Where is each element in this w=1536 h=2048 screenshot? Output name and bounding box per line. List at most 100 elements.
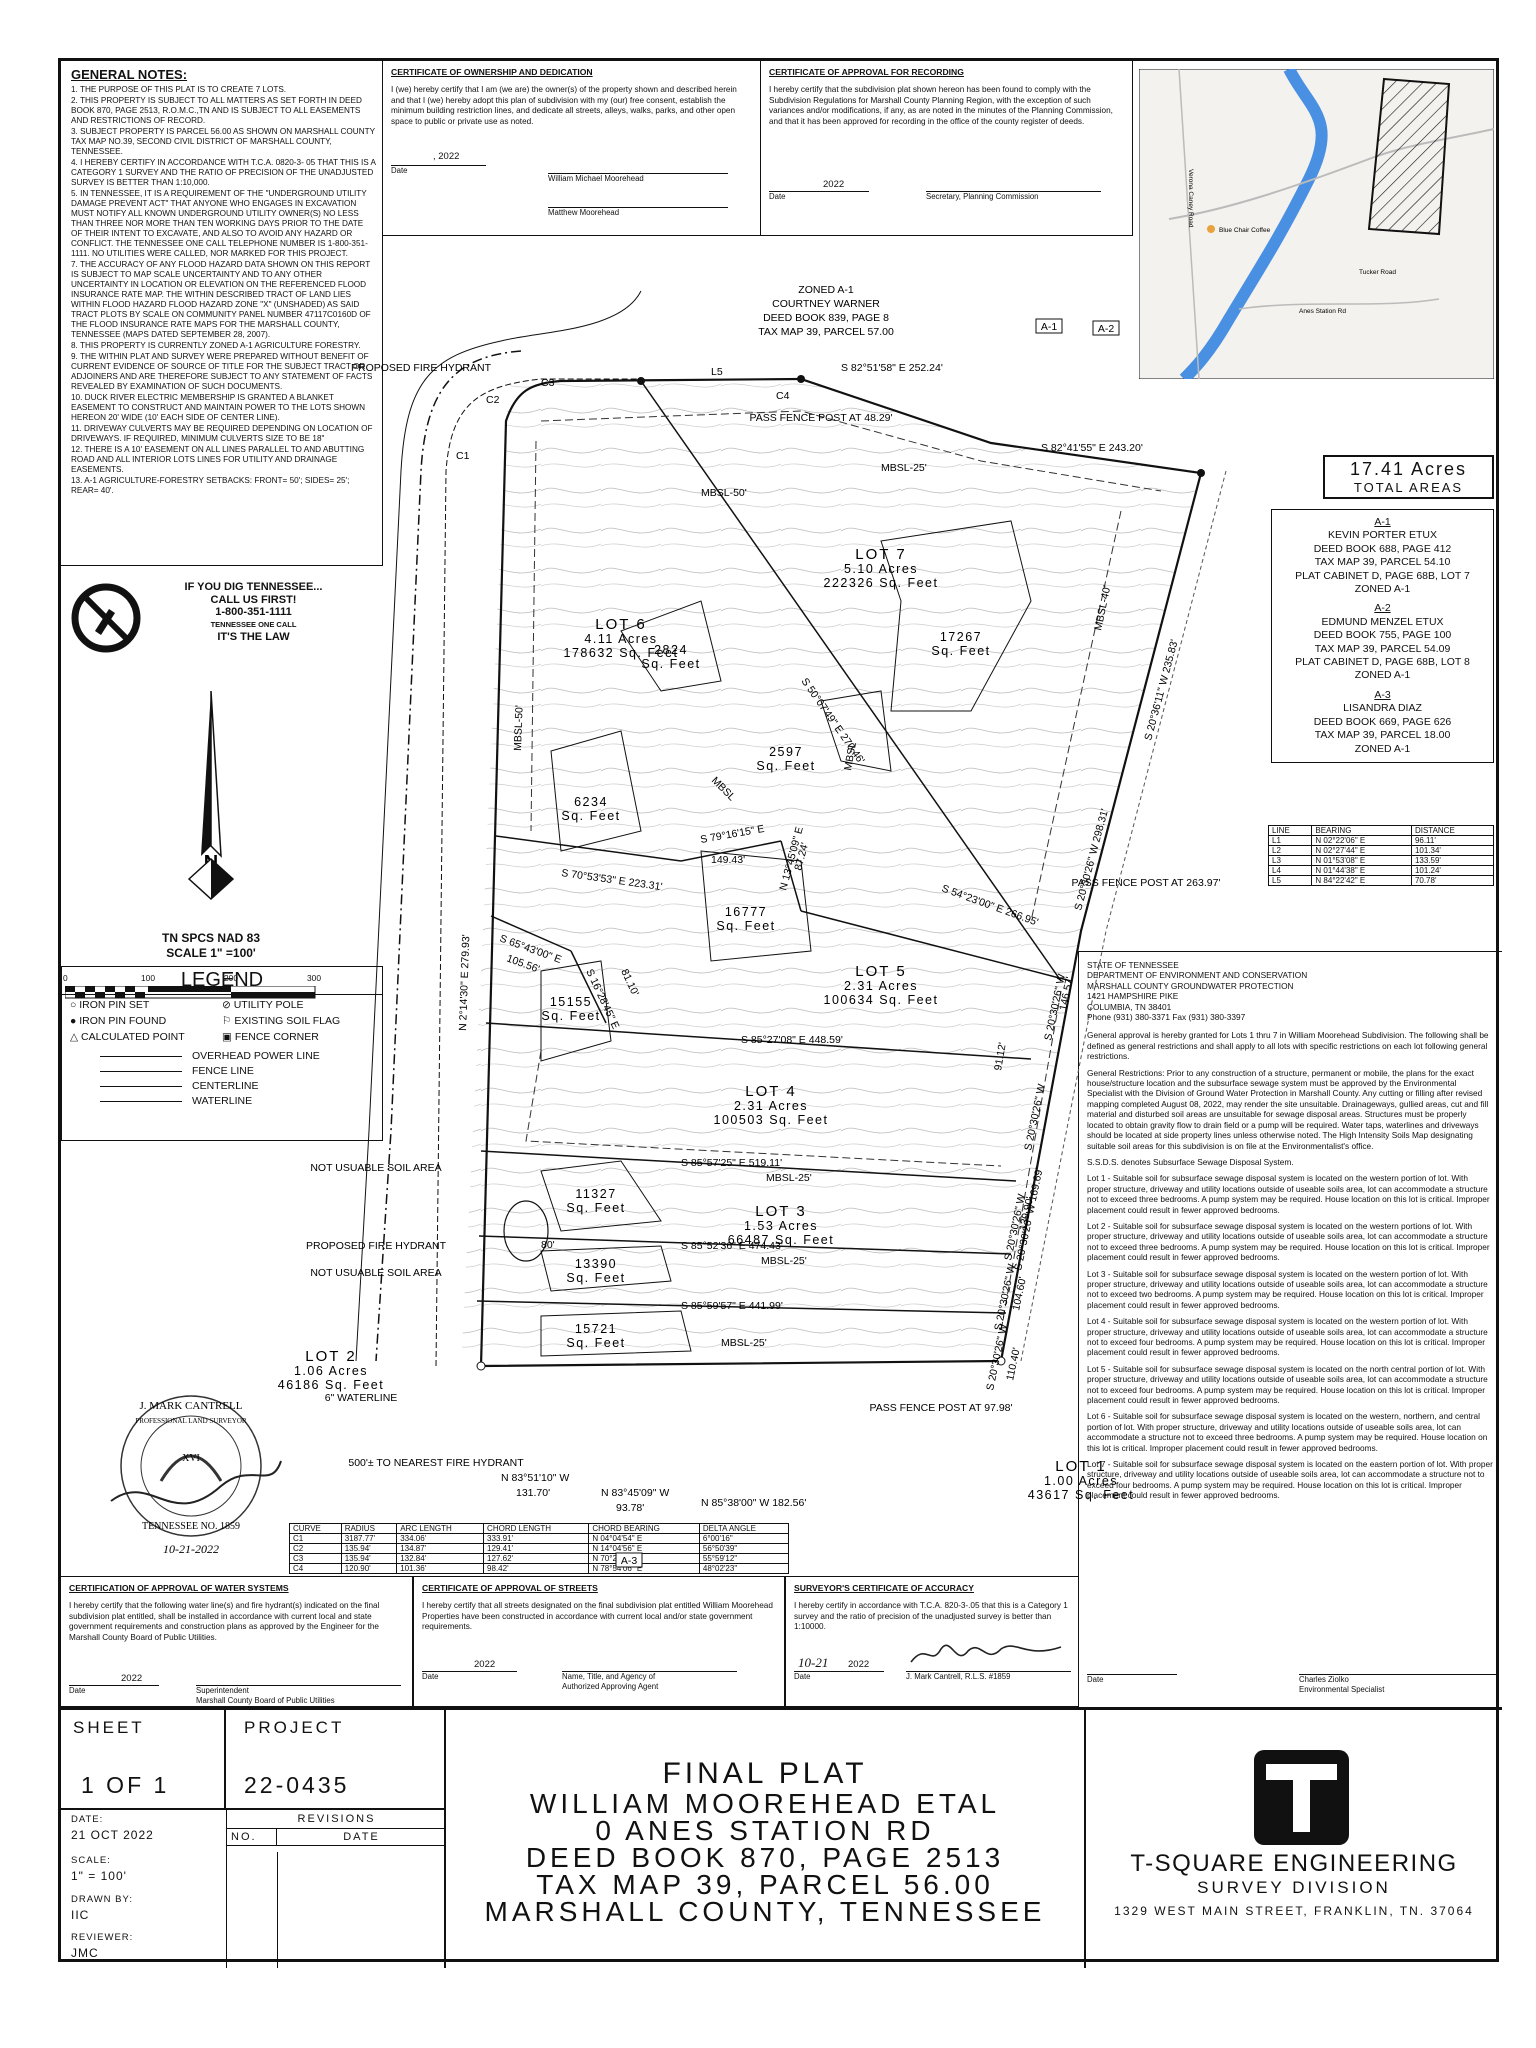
road-centerline (375, 350, 522, 1362)
road-edge (355, 290, 642, 1362)
plat-title-line: MARSHALL COUNTY, TENNESSEE (484, 1896, 1046, 1927)
svg-text:6234: 6234 (574, 795, 608, 809)
surveyor-seal: J. MARK CANTRELL PROFESSIONAL LAND SURVE… (110, 1395, 282, 1556)
adjoiner-line: PLAT CABINET D, PAGE 68B, LOT 7 (1295, 569, 1470, 582)
svg-text:1.06 Acres: 1.06 Acres (294, 1364, 368, 1378)
note-item: 12. THERE IS A 10' EASEMENT ON ALL LINES… (71, 445, 365, 474)
note-item: 10. DUCK RIVER ELECTRIC MEMBERSHIP IS GR… (71, 393, 366, 422)
mbsl-label: MBSL-50' (701, 487, 747, 499)
spcs-label: TN SPCS NAD 83 (161, 931, 261, 945)
svg-text:2.31 Acres: 2.31 Acres (844, 979, 918, 993)
sheet-label: SHEET (73, 1718, 145, 1737)
svg-text:LOT 6: LOT 6 (595, 616, 646, 633)
svg-text:DEED BOOK 839, PAGE 8: DEED BOOK 839, PAGE 8 (763, 312, 889, 324)
company-address: 1329 WEST MAIN STREET, FRANKLIN, TN. 370… (1114, 1904, 1474, 1918)
iron-pin-found-icon: ● (70, 1015, 80, 1027)
note-item: 8. THIS PROPERTY IS CURRENTLY ZONED A-1 … (71, 341, 361, 350)
svg-text:Sq. Feet: Sq. Feet (561, 809, 620, 823)
south-bearing-1: N 83°51'10" W (501, 1472, 569, 1484)
cert-water-body: I hereby certify that the following wate… (69, 1601, 380, 1642)
legend-line: OVERHEAD POWER LINE (62, 1050, 382, 1062)
plat-title-line: DEED BOOK 870, PAGE 2513 (525, 1842, 1005, 1873)
health-lot-7: Lot 7 - Suitable soil for subsurface sew… (1087, 1459, 1493, 1501)
svg-text:13390: 13390 (575, 1257, 617, 1271)
adjoiner-id: A-2 (1374, 602, 1391, 615)
west-bearing: N 2°14'30" E 279.93' (457, 934, 472, 1031)
lot4-bearing: S 85°27'08" E 448.59' (741, 1034, 843, 1046)
legend-item: △ CALCULATED POINT (70, 1031, 185, 1043)
adjoiner-block: A-2 EDMUND MENZEL ETUX DEED BOOK 755, PA… (1276, 602, 1489, 682)
health-header-line: MARSHALL COUNTY GROUNDWATER PROTECTION (1087, 980, 1294, 991)
health-ssds: S.S.D.S. denotes Subsurface Sewage Dispo… (1087, 1156, 1294, 1167)
not-usable-label: NOT USUABLE SOIL AREA (310, 1162, 441, 1174)
reviewer-value: JMC (71, 1946, 99, 1960)
calculated-point-icon: △ (70, 1031, 81, 1043)
project-cell: PROJECT 22-0435 (226, 1710, 446, 1810)
svg-text:LOT 7: LOT 7 (855, 546, 906, 563)
cert-recording: CERTIFICATE OF APPROVAL FOR RECORDING I … (761, 61, 1133, 236)
planning-secretary-signature: Secretary, Planning Commission (926, 191, 1101, 202)
date-value: 21 OCT 2022 (71, 1828, 154, 1842)
svg-text:11327: 11327 (575, 1187, 616, 1201)
cert-surveyor-year: 2022 (848, 1659, 870, 1670)
svg-text:A-2: A-2 (1098, 323, 1115, 335)
svg-text:4.11 Acres: 4.11 Acres (584, 632, 657, 646)
dig-line-1: IF YOU DIG TENNESSEE... (184, 581, 323, 593)
legend-line: CENTERLINE (62, 1080, 382, 1092)
vicinity-label: Blue Chair Coffee (1219, 227, 1271, 234)
svg-text:16777: 16777 (725, 905, 767, 919)
surveyor-signature-icon (910, 1644, 1062, 1663)
proposed-hydrant-2-label: PROPOSED FIRE HYDRANT (306, 1240, 447, 1252)
curve-label: C4 (776, 390, 790, 402)
svg-text:2597: 2597 (769, 745, 803, 759)
scale-bar: 0 100 200 300 (61, 973, 361, 1003)
general-notes-list: 1. THE PURPOSE OF THIS PLAT IS TO CREATE… (71, 85, 376, 496)
cert-recording-date: Date (769, 191, 869, 202)
adjoiner-block: A-1 KEVIN PORTER ETUX DEED BOOK 688, PAG… (1276, 516, 1489, 596)
general-notes-title: GENERAL NOTES: (71, 67, 188, 82)
health-header-line: 1421 HAMPSHIRE PIKE (1087, 991, 1179, 1002)
cert-streets-body: I hereby certify that all streets design… (422, 1601, 773, 1631)
lot-line-4-3 (480, 1150, 1017, 1182)
seal-number: XVI (182, 1453, 200, 1464)
plat-title-block: FINAL PLAT WILLIAM MOOREHEAD ETAL 0 ANES… (446, 1710, 1086, 1968)
health-lot-6: Lot 6 - Suitable soil for subsurface sew… (1087, 1411, 1488, 1453)
legend-title: LEGEND (62, 967, 382, 995)
nearest-hydrant-label: 500'± TO NEAREST FIRE HYDRANT (348, 1457, 524, 1469)
scale-label: SCALE: (71, 1855, 111, 1866)
scale-tick-200: 200 (224, 973, 238, 983)
cert-water-date: Date (69, 1685, 159, 1696)
seal-text-1: PROFESSIONAL LAND SURVEYOR (135, 1417, 247, 1425)
project-label: PROJECT (244, 1718, 345, 1737)
south-bearing-3: N 85°38'00" W 182.56' (701, 1497, 806, 1509)
lot-2-label: LOT 2 1.06 Acres 46186 Sq. Feet (278, 1348, 383, 1392)
drawn-by-label: DRAWN BY: (71, 1894, 133, 1905)
cert-surveyor-accuracy: SURVEYOR'S CERTIFICATE OF ACCURACY I her… (785, 1576, 1078, 1707)
seal-name: J. MARK CANTRELL (140, 1400, 243, 1412)
specialist-name: Charles Ziolko (1299, 1675, 1349, 1684)
adjoiner-id: A-1 (1374, 516, 1391, 528)
lot1-bearing: S 85°59'57" E 441.99' (681, 1300, 783, 1312)
health-lot-5: Lot 5 - Suitable soil for subsurface sew… (1087, 1363, 1488, 1406)
cert-surveyor-date: Date (794, 1671, 884, 1682)
cert-surveyor-body: I hereby certify in accordance with T.C.… (794, 1601, 1068, 1631)
lot6-bearing-3: 149.43' (711, 854, 745, 866)
svg-text:Sq. Feet: Sq. Feet (716, 919, 775, 933)
north-arrow-icon: N (187, 691, 235, 901)
not-usable-2-label: NOT USUABLE SOIL AREA (310, 1267, 441, 1279)
adjoiner-line: LISANDRA DIAZ (1343, 702, 1422, 715)
svg-text:Sq. Feet: Sq. Feet (566, 1201, 625, 1215)
lot-7-label: LOT 7 5.10 Acres 222326 Sq. Feet (824, 546, 937, 590)
scale-notation: TN SPCS NAD 83 SCALE 1" =100' (121, 931, 301, 961)
svg-text:A-3: A-3 (621, 1555, 638, 1567)
t-square-logo-icon (1254, 1750, 1349, 1845)
adjoiner-tag-a2: A-2 (1092, 320, 1120, 336)
pass-fence-3: PASS FENCE POST AT 97.98' (869, 1402, 1012, 1414)
dim-80: 80' (541, 1239, 555, 1251)
